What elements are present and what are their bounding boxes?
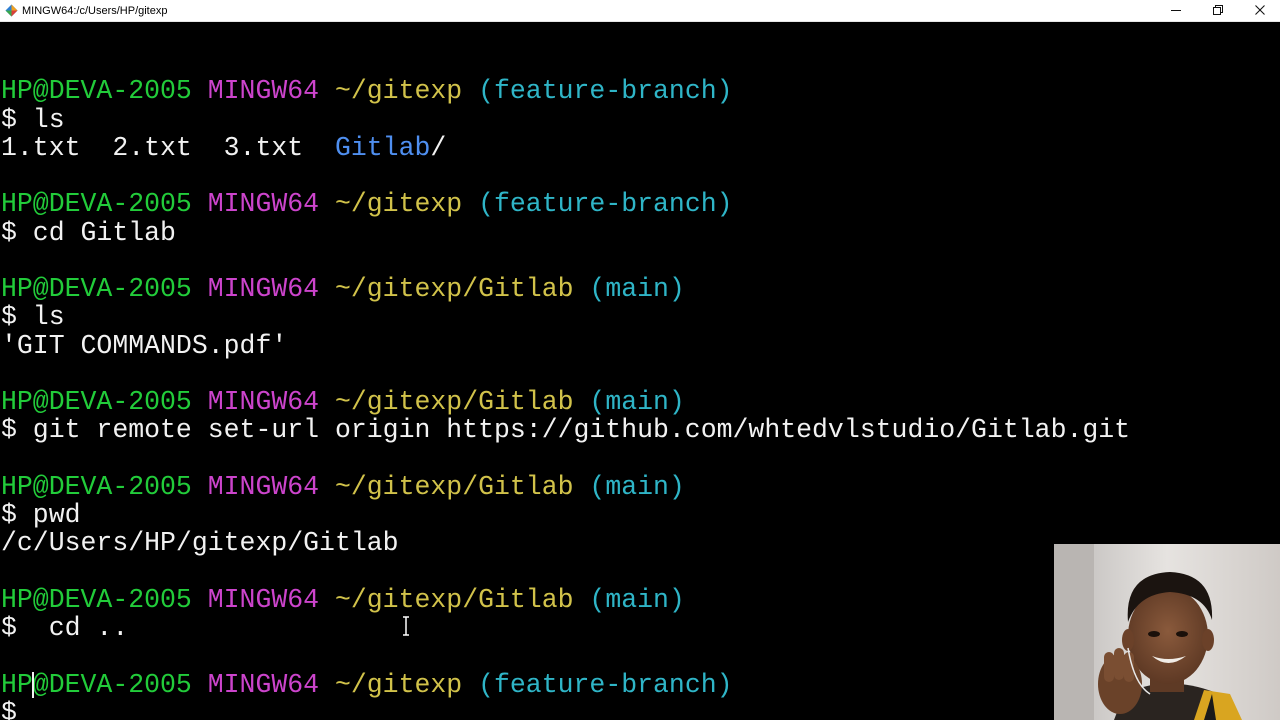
terminal-text-user: HP@DEVA-2005 [1,189,208,220]
title-bar[interactable]: MINGW64:/c/Users/HP/gitexp [0,0,1280,22]
terminal-line [1,49,1130,77]
terminal-text-path: ~/gitexp/Gitlab [334,274,590,304]
terminal-text-path: ~/gitexp/Gitlab [334,387,590,417]
terminal-text-plain: 'GIT COMMANDS.pdf' [1,330,288,361]
terminal-text-plain: 1.txt 2.txt 3.txt [1,132,335,163]
terminal-line [1,445,1130,473]
ibeam-mouse-icon [403,616,409,636]
terminal-text-path: ~/gitexp [334,76,479,107]
terminal-line: $ cd Gitlab [1,217,1130,248]
terminal-text-host: MINGW64 [207,76,335,107]
terminal-text-branch: (feature-branch) [478,189,733,220]
mingw-app-icon [5,4,18,17]
terminal-line: $ ls [1,104,1130,135]
terminal-text-path: ~/gitexp/Gitlab [334,584,590,615]
terminal-line: HP@DEVA-2005 MINGW64 ~/gitexp (feature-b… [1,190,1130,218]
terminal-text-user: HP@DEVA-2005 [1,387,208,417]
terminal-text-plain: /c/Users/HP/gitexp/Gitlab [1,528,399,559]
terminal-text-branch: (feature-branch) [478,76,733,107]
terminal-text-plain: $ ls [1,302,65,333]
terminal-line: HP@DEVA-2005 MINGW64 ~/gitexp/Gitlab (ma… [1,388,1130,416]
restore-button[interactable] [1198,0,1238,21]
webcam-person-image [1054,544,1280,720]
terminal-line: $ git remote set-url origin https://gith… [1,416,1130,444]
terminal-line [1,162,1130,190]
terminal-text-branch: (main) [589,471,685,502]
terminal-text-dir: Gitlab [334,132,431,163]
terminal-text-user: HP@DEVA-2005 [1,584,208,615]
terminal-text-plain: / [430,132,447,163]
terminal-text-branch: (main) [589,274,685,304]
terminal-line [1,360,1130,388]
terminal-line: $ ls [1,303,1130,331]
restore-icon [1213,5,1223,15]
terminal-line: HP@DEVA-2005 MINGW64 ~/gitexp/Gitlab (ma… [1,275,1130,303]
terminal-line: /c/Users/HP/gitexp/Gitlab [1,529,1130,557]
close-button[interactable] [1240,0,1280,21]
terminal-line [1,247,1130,275]
terminal-text-path: ~/gitexp [334,669,479,700]
terminal-line [1,558,1130,586]
terminal-text-path: ~/gitexp/Gitlab [334,471,590,502]
terminal-text-plain: $ cd .. [1,613,129,643]
terminal-line: $ pwd [1,501,1130,529]
terminal-line: 'GIT COMMANDS.pdf' [1,330,1130,361]
terminal-line: HP@DEVA-2005 MINGW64 ~/gitexp/Gitlab (ma… [1,586,1130,614]
terminal-text-host: MINGW64 [207,669,335,700]
terminal-text-branch: (feature-branch) [478,669,733,700]
terminal-text-branch: (main) [589,387,685,417]
terminal-text-branch: (main) [589,584,685,615]
terminal-text-plain: $ ls [1,104,65,135]
terminal-text-user: HP@DEVA-2005 [1,76,208,107]
text-cursor-icon [32,672,34,698]
terminal-text-plain: $ [1,697,33,720]
terminal-text-user: HP@DEVA-2005 [1,471,208,502]
terminal-text-host: MINGW64 [207,584,335,615]
terminal-line: HP@DEVA-2005 MINGW64 ~/gitexp (feature-b… [1,669,1130,700]
terminal-text-host: MINGW64 [207,387,335,417]
terminal-line: $ cd .. [1,614,1130,642]
window-title: MINGW64:/c/Users/HP/gitexp [22,5,168,17]
close-icon [1255,5,1265,15]
terminal-line: 1.txt 2.txt 3.txt Gitlab/ [1,134,1130,162]
minimize-button[interactable] [1156,0,1196,21]
terminal-line: $ [1,699,1130,720]
terminal-text-path: ~/gitexp [334,189,479,220]
terminal-text-plain: $ git remote set-url origin https://gith… [1,415,1131,446]
terminal-line: HP@DEVA-2005 MINGW64 ~/gitexp/Gitlab (ma… [1,473,1130,501]
terminal-text-host: MINGW64 [207,189,335,220]
terminal-output[interactable]: HP@DEVA-2005 MINGW64 ~/gitexp (feature-b… [0,22,1280,720]
terminal-line [1,642,1130,670]
terminal-text-host: MINGW64 [207,471,335,502]
terminal-line: HP@DEVA-2005 MINGW64 ~/gitexp (feature-b… [1,77,1130,105]
webcam-overlay [1054,544,1280,720]
terminal-lines: HP@DEVA-2005 MINGW64 ~/gitexp (feature-b… [1,49,1130,720]
minimize-icon [1171,10,1181,11]
terminal-text-user: HP@DEVA-2005 [1,274,208,304]
terminal-text-host: MINGW64 [207,274,335,304]
terminal-text-plain: $ cd Gitlab [1,217,176,248]
terminal-text-plain: $ pwd [1,500,81,530]
